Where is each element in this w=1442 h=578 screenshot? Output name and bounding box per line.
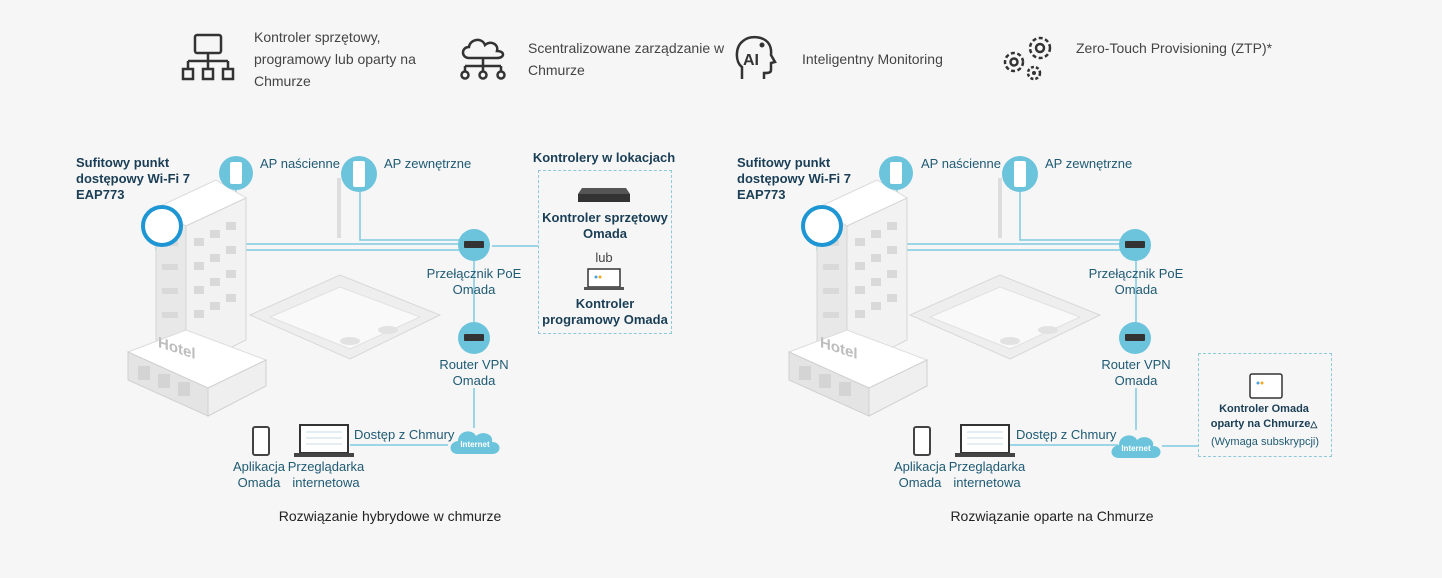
pool-right — [908, 274, 1102, 360]
cloud-access-line — [350, 444, 448, 446]
network-hierarchy-icon — [181, 33, 235, 81]
phone-icon-right — [913, 426, 931, 456]
cloud-caption: Rozwiązanie oparte na Chmurze — [950, 508, 1154, 524]
vpn-router-label-right: Router VPN Omada — [1101, 357, 1171, 388]
wall-ap-icon — [219, 156, 253, 190]
internet-cloud-icon-right — [1111, 435, 1161, 458]
vpn-router-label: Router VPN Omada — [439, 357, 509, 388]
app-label: Aplikacja Omada — [232, 459, 286, 490]
ceiling-ap-icon-right — [801, 205, 843, 247]
outdoor-ap-label-right: AP zewnętrzne — [1045, 156, 1133, 171]
outdoor-pole-right — [998, 178, 1002, 238]
controllers-title: Kontrolery w lokacjach — [532, 150, 676, 165]
browser-label-right: Przeglądarka internetowa — [948, 459, 1026, 490]
hotel-building-left — [126, 179, 268, 417]
internet-cloud-icon — [450, 431, 500, 454]
pool-left — [248, 274, 442, 360]
subscription-label: (Wymaga subskrypcji) — [1210, 436, 1320, 448]
ceiling-ap-icon — [141, 205, 183, 247]
poe-switch-icon-right — [1119, 229, 1151, 261]
wall-ap-label: AP naścienne — [260, 156, 340, 171]
triangle-mark: △ — [1310, 419, 1318, 429]
svg-text:AI: AI — [743, 52, 759, 69]
software-controller-icon — [584, 268, 624, 290]
controllers-box — [538, 170, 672, 334]
poe-switch-label-right: Przełącznik PoE Omada — [1088, 266, 1184, 297]
cloud-controller-label: Kontroler Omada oparty na Chmurze△ — [1206, 402, 1322, 432]
hybrid-caption: Rozwiązanie hybrydowe w chmurze — [278, 508, 502, 524]
cloud-controller-icon — [1249, 373, 1283, 399]
ceiling-ap-label-right: Sufitowy punkt dostępowy Wi-Fi 7 EAP773 — [737, 155, 851, 202]
poe-switch-icon — [458, 229, 490, 261]
outdoor-ap-label: AP zewnętrzne — [384, 156, 472, 171]
laptop-icon — [294, 424, 354, 457]
outdoor-ap-icon — [341, 156, 377, 192]
internet-label-right: Internet — [1121, 444, 1151, 453]
outdoor-pole-left — [337, 178, 341, 238]
cloud-access-label-right: Dostęp z Chmury — [1016, 427, 1117, 442]
cloud-controller-box — [1198, 353, 1332, 457]
gears-icon — [1003, 36, 1052, 81]
software-controller-label: Kontroler programowy Omada — [542, 296, 668, 327]
vpn-router-icon-right — [1119, 322, 1151, 354]
laptop-icon-right — [955, 424, 1015, 457]
feature-text-cloud-management: Scentralizowane zarządzanie w Chmurze — [528, 40, 725, 78]
wall-ap-icon-right — [879, 156, 913, 190]
cloud-controller-text: Kontroler Omada oparty na Chmurze — [1210, 403, 1311, 430]
hardware-controller-label: Kontroler sprzętowy Omada — [542, 210, 668, 241]
cloud-network-icon — [460, 38, 506, 80]
internet-label: Internet — [460, 440, 490, 449]
feature-text-controller: Kontroler sprzętowy, programowy lub opar… — [254, 29, 416, 89]
ceiling-ap-label: Sufitowy punkt dostępowy Wi-Fi 7 EAP773 — [76, 155, 190, 202]
ai-head-icon: AI — [735, 35, 777, 79]
hotel-building-right — [787, 179, 929, 417]
cloud-access-label: Dostęp z Chmury — [354, 427, 455, 442]
wall-ap-label-right: AP naścienne — [921, 156, 1001, 171]
browser-label: Przeglądarka internetowa — [287, 459, 365, 490]
feature-text-ztp: Zero-Touch Provisioning (ZTP)* — [1076, 40, 1273, 56]
or-label: lub — [595, 250, 613, 265]
app-label-right: Aplikacja Omada — [893, 459, 947, 490]
feature-text-monitoring: Inteligentny Monitoring — [802, 51, 943, 67]
hardware-controller-icon — [578, 188, 630, 202]
cloud-access-line-right — [1010, 444, 1118, 446]
phone-icon — [252, 426, 270, 456]
outdoor-ap-icon-right — [1002, 156, 1038, 192]
poe-switch-label: Przełącznik PoE Omada — [426, 266, 522, 297]
vpn-router-icon — [458, 322, 490, 354]
